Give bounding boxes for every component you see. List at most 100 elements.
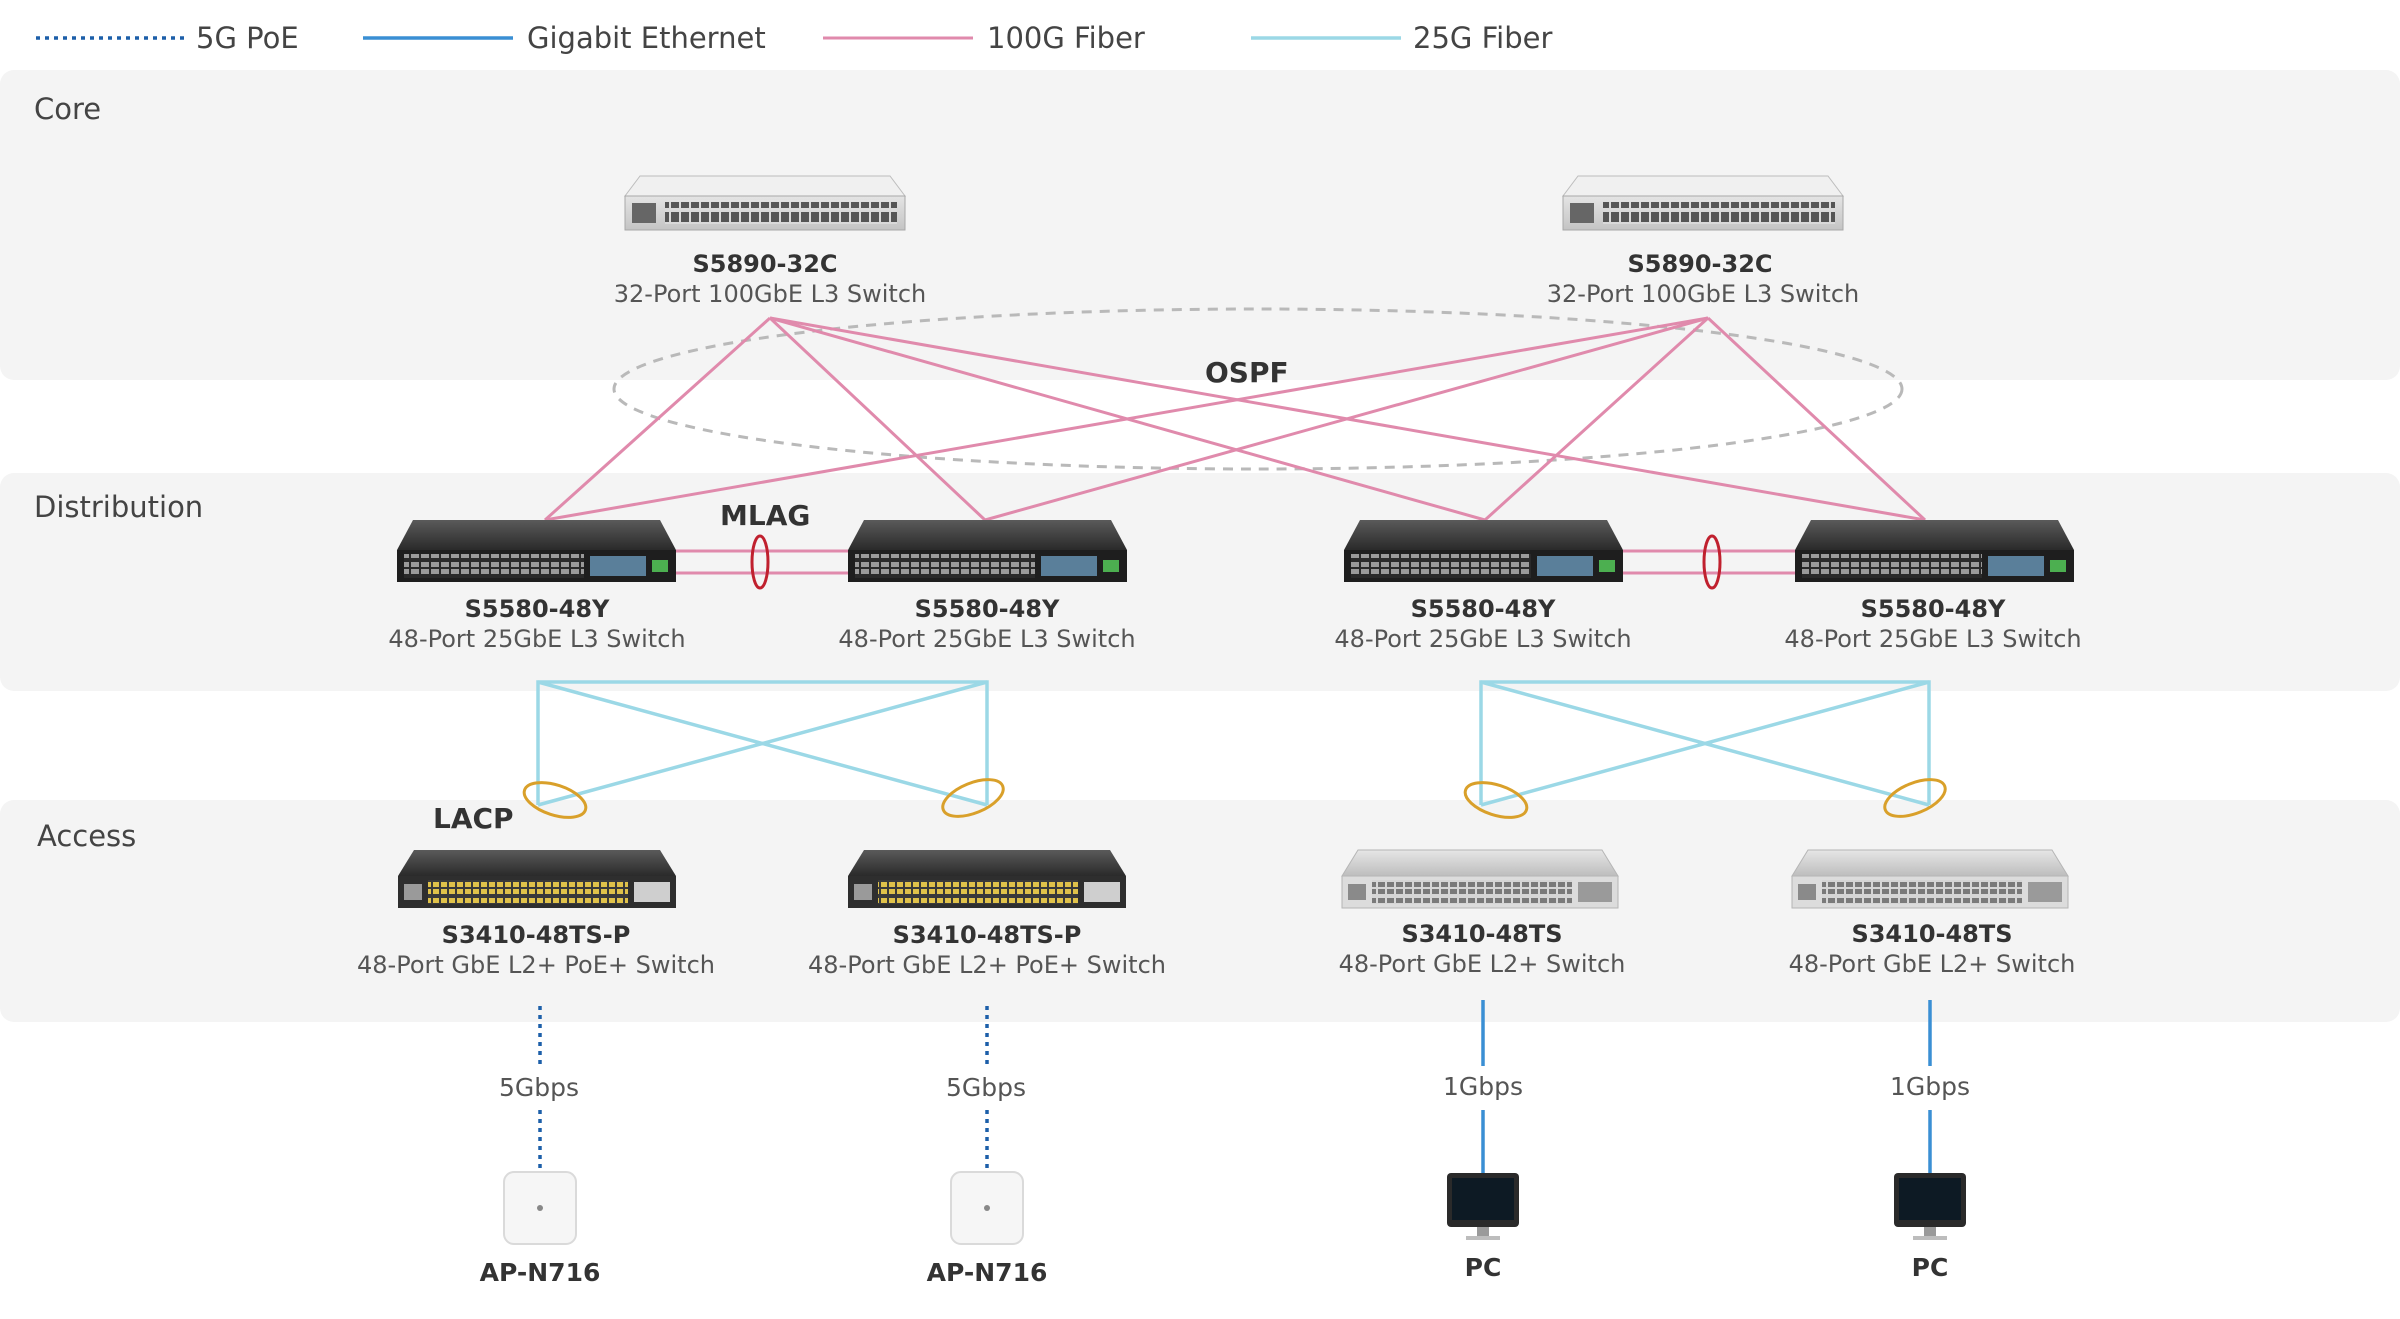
fiber100-link [544, 316, 1709, 522]
distribution-switch-desc: 48-Port 25GbE L3 Switch [1784, 625, 2081, 653]
access-switch-desc: 48-Port GbE L2+ PoE+ Switch [357, 951, 715, 979]
mlag-label: MLAG [720, 499, 810, 532]
distribution-switch-1: S5580-48Y 48-Port 25GbE L3 Switch [388, 520, 686, 653]
link-rate-label: 5Gbps [499, 1073, 579, 1102]
link-rate-label: 1Gbps [1890, 1072, 1970, 1101]
core-switch-name: S5890-32C [1627, 250, 1772, 278]
legend: 5G PoE Gigabit Ethernet 100G Fiber 25G F… [36, 21, 1552, 55]
pc-2: PC [1894, 1173, 1966, 1282]
poe-ports [428, 880, 628, 904]
fiber100-link [1706, 316, 1927, 522]
fiber100-links [543, 316, 1927, 522]
access-point-2: AP-N716 [927, 1171, 1048, 1287]
access-switch-4: S3410-48TS 48-Port GbE L2+ Switch [1789, 849, 2075, 978]
switch-chassis-top [624, 175, 906, 197]
distribution-switch-desc: 48-Port 25GbE L3 Switch [838, 625, 1135, 653]
fiber25-link [1480, 680, 1930, 807]
switch-ports [855, 554, 1035, 578]
access-point-led [984, 1205, 990, 1211]
management-ports [632, 203, 656, 223]
switch-ports [1822, 880, 2022, 904]
switch-chassis-top [397, 520, 676, 550]
core-switch-2: S5890-32C 32-Port 100GbE L3 Switch [1547, 175, 1859, 308]
poe-ports [878, 880, 1078, 904]
access-switch-name: S3410-48TS-P [893, 921, 1082, 949]
status-led [652, 560, 668, 572]
switch-ports [404, 554, 584, 578]
access-point-led [537, 1205, 543, 1211]
legend-fiber25-label: 25G Fiber [1413, 21, 1552, 55]
uplink-ports [1988, 556, 2044, 576]
monitor-stand [1924, 1227, 1936, 1236]
sfp-ports [1084, 882, 1120, 902]
fiber25-link [1479, 680, 1931, 805]
legend-gigabit-label: Gigabit Ethernet [527, 21, 766, 55]
core-layer-label: Core [34, 92, 101, 126]
distribution-switch-name: S5580-48Y [915, 595, 1060, 623]
console-port [1348, 884, 1366, 900]
core-switch-desc: 32-Port 100GbE L3 Switch [614, 280, 926, 308]
pc-1: PC [1447, 1173, 1519, 1282]
lacp-bundle-ring [1883, 778, 1947, 818]
uplink-ports [590, 556, 646, 576]
console-port [1798, 884, 1816, 900]
distribution-layer-label: Distribution [34, 490, 203, 524]
distribution-switch-3: S5580-48Y 48-Port 25GbE L3 Switch [1334, 520, 1632, 653]
switch-chassis-top [1344, 520, 1623, 550]
uplink-ports [1041, 556, 1097, 576]
link-rate-label: 5Gbps [946, 1073, 1026, 1102]
monitor-stand [1477, 1227, 1489, 1236]
distribution-switch-4: S5580-48Y 48-Port 25GbE L3 Switch [1784, 520, 2082, 653]
switch-chassis-top [848, 850, 1126, 876]
status-led [1103, 560, 1119, 572]
access-point-1: AP-N716 [480, 1171, 601, 1287]
switch-ports [665, 202, 897, 224]
lacp-bundle-ring [522, 781, 588, 819]
fiber100-link [768, 316, 987, 522]
fiber100-link [1483, 316, 1710, 522]
switch-chassis-top [848, 520, 1127, 550]
fiber100-link [543, 316, 772, 522]
access-switch-name: S3410-48TS [1401, 920, 1562, 948]
ospf-area-ellipse [612, 307, 1904, 471]
switch-ports [1802, 554, 1982, 578]
distribution-switch-name: S5580-48Y [1861, 595, 2006, 623]
sfp-ports [2028, 882, 2062, 902]
access-switch-name: S3410-48TS [1851, 920, 2012, 948]
sfp-ports [1578, 882, 1612, 902]
access-switch-2: S3410-48TS-P 48-Port GbE L2+ PoE+ Switch [808, 850, 1166, 979]
access-switch-1: S3410-48TS-P 48-Port GbE L2+ PoE+ Switch [357, 850, 715, 979]
switch-chassis-top [1791, 849, 2069, 877]
sfp-ports [634, 882, 670, 902]
access-switch-name: S3410-48TS-P [442, 921, 631, 949]
distribution-switch-desc: 48-Port 25GbE L3 Switch [388, 625, 685, 653]
fiber100-link [984, 316, 1709, 522]
distribution-switch-name: S5580-48Y [465, 595, 610, 623]
endpoint-name: PC [1465, 1253, 1502, 1282]
link-rate-label: 1Gbps [1443, 1072, 1523, 1101]
switch-chassis-top [1795, 520, 2074, 550]
distribution-switch-2: S5580-48Y 48-Port 25GbE L3 Switch [838, 520, 1136, 653]
endpoint-name: AP-N716 [480, 1258, 601, 1287]
access-layer-label: Access [37, 819, 136, 853]
ospf-label: OSPF [1205, 356, 1289, 389]
legend-fiber100-label: 100G Fiber [987, 21, 1145, 55]
core-switch-1: S5890-32C 32-Port 100GbE L3 Switch [614, 175, 926, 308]
mlag-bundle-ring [750, 534, 770, 590]
switch-ports [1351, 554, 1531, 578]
mlag-bundle-ring [1702, 534, 1722, 590]
distribution-switch-desc: 48-Port 25GbE L3 Switch [1334, 625, 1631, 653]
console-port [404, 884, 422, 900]
core-switch-desc: 32-Port 100GbE L3 Switch [1547, 280, 1859, 308]
switch-ports [1372, 880, 1572, 904]
status-led [2050, 560, 2066, 572]
distribution-switch-name: S5580-48Y [1411, 595, 1556, 623]
fiber25-link [537, 680, 988, 807]
lacp-bundle-ring [941, 778, 1005, 818]
monitor-screen [1452, 1178, 1514, 1220]
monitor-base [1466, 1236, 1500, 1240]
access-switch-3: S3410-48TS 48-Port GbE L2+ Switch [1339, 849, 1625, 978]
endpoint-name: AP-N716 [927, 1258, 1048, 1287]
mlag-peer-links [676, 534, 1795, 590]
